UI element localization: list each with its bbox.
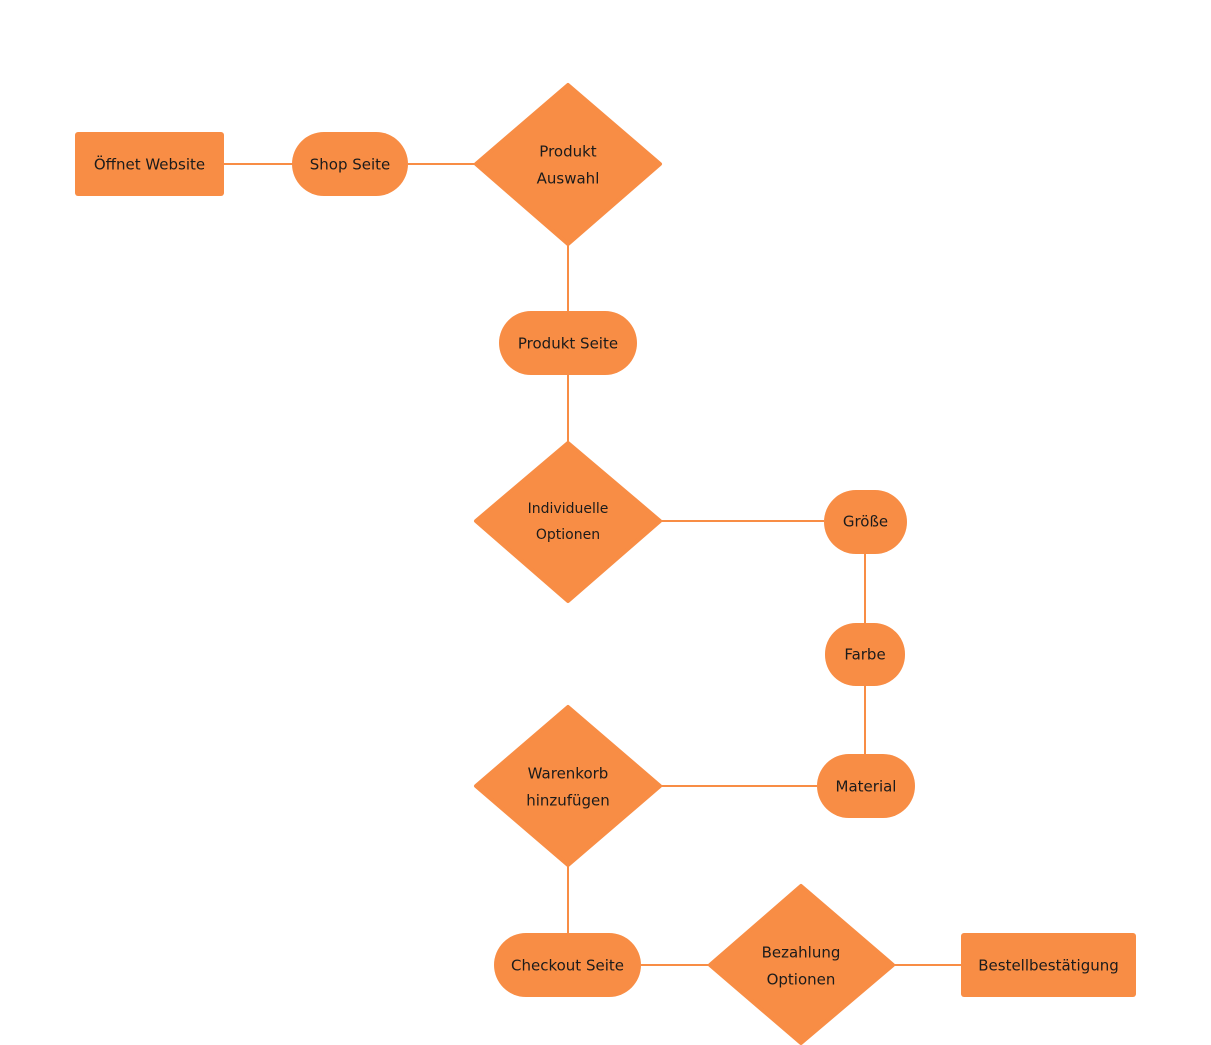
- node-bezahlung-optionen: Bezahlung Optionen: [708, 884, 895, 1045]
- node-produkt-seite-label: Produkt Seite: [518, 335, 618, 353]
- node-warenkorb-hinzufuegen-label-line1: Warenkorb: [528, 765, 609, 783]
- node-oeffnet-website: Öffnet Website: [75, 132, 224, 196]
- node-shop-seite: Shop Seite: [292, 132, 408, 196]
- node-checkout-seite-shape: [494, 933, 641, 997]
- node-farbe-shape: [825, 623, 905, 686]
- node-produkt-auswahl-label-line1: Produkt: [539, 143, 597, 161]
- node-bezahlung-optionen-label-line1: Bezahlung: [762, 944, 841, 962]
- node-produkt-auswahl-shape: [474, 83, 662, 246]
- node-individuelle-optionen: Individuelle Optionen: [474, 441, 662, 603]
- node-groesse-label: Größe: [843, 513, 888, 531]
- node-bezahlung-optionen-shape: [708, 884, 895, 1045]
- node-checkout-seite: Checkout Seite: [494, 933, 641, 997]
- node-farbe-label: Farbe: [844, 646, 885, 664]
- node-produkt-seite: Produkt Seite: [499, 311, 637, 375]
- node-farbe: Farbe: [825, 623, 905, 686]
- node-checkout-seite-label: Checkout Seite: [511, 957, 624, 975]
- node-warenkorb-hinzufuegen-label-line2: hinzufügen: [526, 792, 610, 810]
- node-shop-seite-shape: [292, 132, 408, 196]
- connector-lines: [224, 163, 961, 966]
- node-bezahlung-optionen-label-line2: Optionen: [767, 971, 836, 989]
- node-warenkorb-hinzufuegen-shape: [474, 705, 662, 867]
- node-individuelle-optionen-shape: [474, 441, 662, 603]
- node-produkt-auswahl: Produkt Auswahl: [474, 83, 662, 246]
- node-warenkorb-hinzufuegen: Warenkorb hinzufügen: [474, 705, 662, 867]
- node-bestellbestaetigung-label: Bestellbestätigung: [978, 957, 1119, 975]
- node-groesse-shape: [824, 490, 907, 554]
- node-produkt-auswahl-label-line2: Auswahl: [537, 170, 600, 188]
- node-groesse: Größe: [824, 490, 907, 554]
- node-bestellbestaetigung: Bestellbestätigung: [961, 933, 1136, 997]
- node-material-shape: [817, 754, 915, 818]
- node-material: Material: [817, 754, 915, 818]
- node-shop-seite-label: Shop Seite: [310, 156, 391, 174]
- node-individuelle-optionen-label-line2: Optionen: [536, 527, 600, 543]
- node-oeffnet-website-label: Öffnet Website: [94, 155, 205, 174]
- node-individuelle-optionen-label-line1: Individuelle: [528, 501, 609, 517]
- node-produkt-seite-shape: [499, 311, 637, 375]
- node-bestellbestaetigung-shape: [961, 933, 1136, 997]
- node-oeffnet-website-shape: [75, 132, 224, 196]
- node-material-label: Material: [836, 778, 897, 796]
